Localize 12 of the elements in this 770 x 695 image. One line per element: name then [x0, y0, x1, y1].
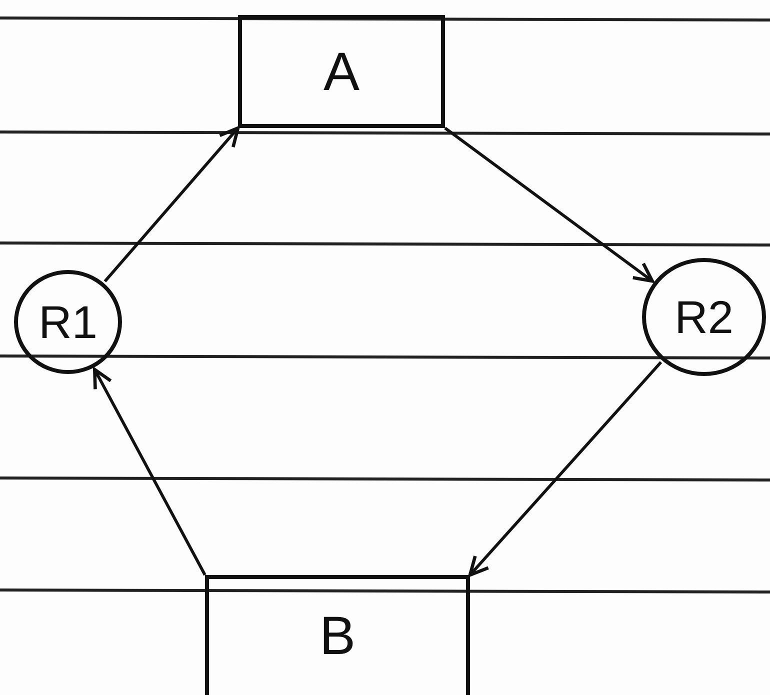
arrow: [93, 368, 206, 576]
resource-circle: [642, 258, 766, 376]
node-label: R1: [38, 299, 98, 345]
arrow: [104, 126, 240, 282]
process-box: [238, 15, 445, 128]
resource-circle: [14, 270, 122, 374]
arrow: [444, 126, 654, 283]
node-label: B: [319, 609, 356, 663]
process-box: [205, 575, 470, 695]
arrow: [468, 361, 662, 577]
node-label: A: [323, 44, 360, 98]
node-label: R2: [674, 294, 734, 340]
